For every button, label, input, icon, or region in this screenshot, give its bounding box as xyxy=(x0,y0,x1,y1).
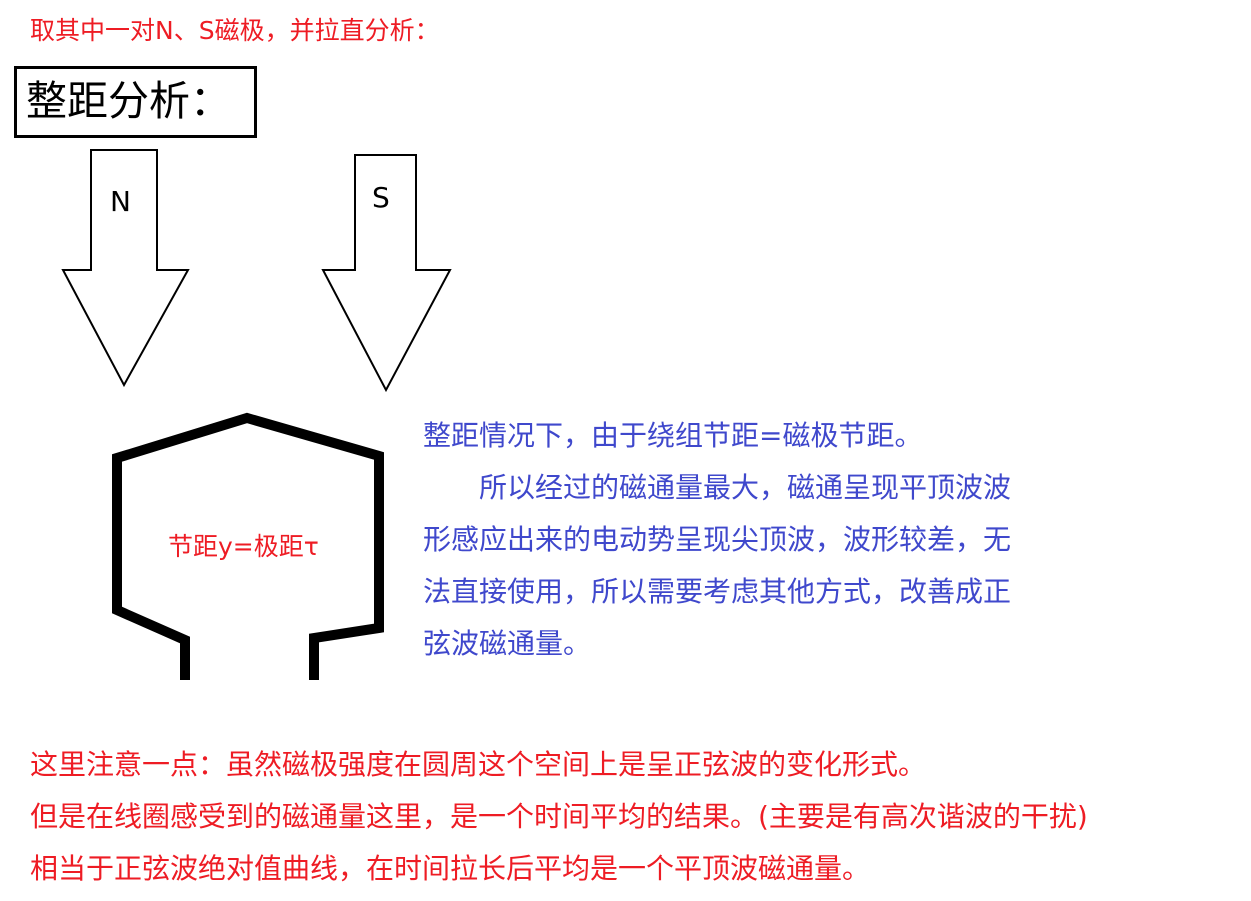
north-pole-label: N xyxy=(110,185,131,218)
explanation-line: 法直接使用，所以需要考虑其他方式，改善成正 xyxy=(423,575,1012,608)
south-pole-label: S xyxy=(372,181,390,214)
explanation-line: 整距情况下，由于绕组节距=磁极节距。 xyxy=(423,419,923,452)
note-line: 但是在线圈感受到的磁通量这里，是一个时间平均的结果。(主要是有高次谐波的干扰) xyxy=(30,800,1088,833)
note-line: 这里注意一点：虽然磁极强度在圆周这个空间上是呈正弦波的变化形式。 xyxy=(30,748,927,781)
coil-outline xyxy=(112,412,384,680)
title-box xyxy=(14,66,257,138)
note-line: 相当于正弦波绝对值曲线，在时间拉长后平均是一个平顶波磁通量。 xyxy=(30,852,871,885)
coil-pitch-label: 节距y=极距τ xyxy=(168,532,319,561)
page-title: 整距分析： xyxy=(26,77,231,125)
explanation-line: 形感应出来的电动势呈现尖顶波，波形较差，无 xyxy=(423,523,1012,556)
south-pole-arrow: S xyxy=(321,154,452,393)
explanation-line: 所以经过的磁通量最大，磁通呈现平顶波波 xyxy=(423,471,1012,504)
intro-text: 取其中一对N、S磁极，并拉直分析： xyxy=(30,16,440,45)
north-pole-arrow: N xyxy=(61,149,190,388)
explanation-line: 弦波磁通量。 xyxy=(423,627,592,660)
bottom-notes: 这里注意一点：虽然磁极强度在圆周这个空间上是呈正弦波的变化形式。 但是在线圈感受… xyxy=(30,739,1088,895)
